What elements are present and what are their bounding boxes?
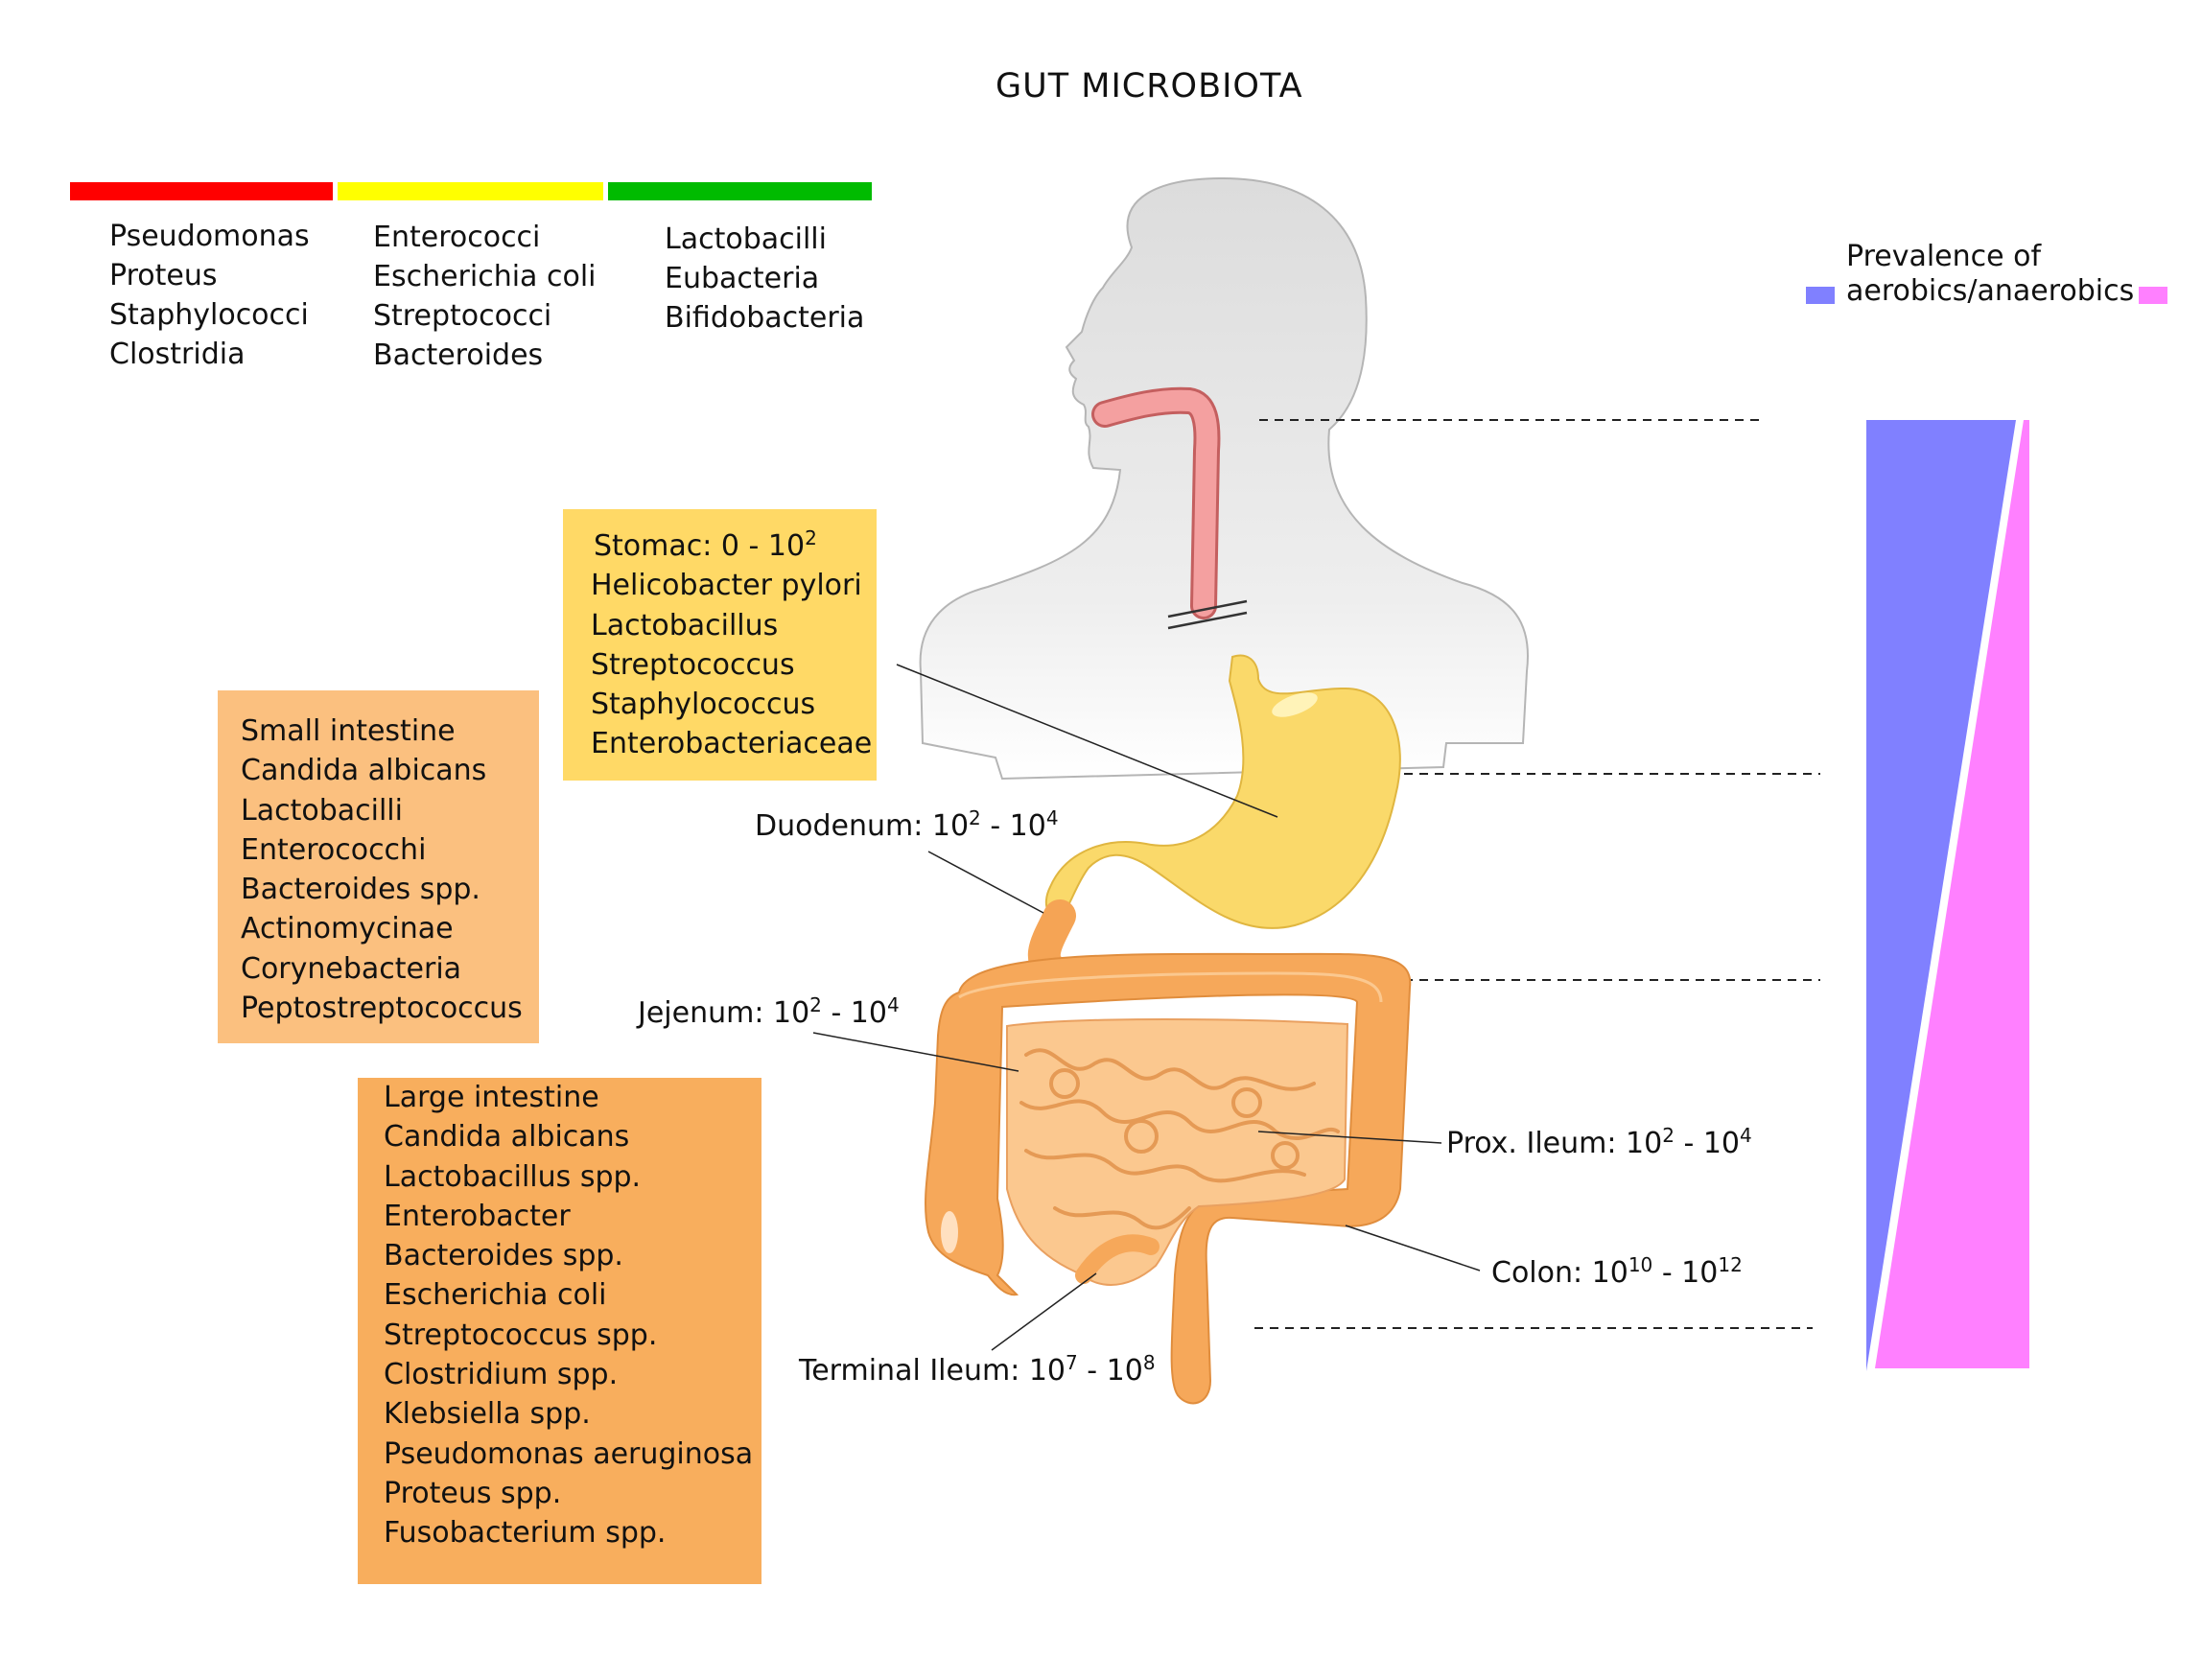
list-item: Candida albicans [241, 754, 487, 788]
list-item: Staphylococci [109, 298, 309, 332]
list-item: Peptostreptococcus [241, 992, 523, 1026]
list-item: Enterobacter [384, 1199, 571, 1233]
diagram-title: GUT MICROBIOTA [996, 67, 1303, 105]
list-item: Large intestine [384, 1081, 599, 1114]
pointer-duodenum [927, 851, 1044, 914]
list-item: Small intestine [241, 714, 456, 748]
anaerobic-swatch [2139, 287, 2167, 304]
list-item: Corynebacteria [241, 951, 462, 986]
pointer-colon [1345, 1225, 1481, 1272]
list-item: Eubacteria [665, 262, 820, 295]
list-item: Escherichia coli [373, 260, 597, 293]
list-item: Lactobacillus [591, 608, 779, 642]
list-item: Clostridia [109, 338, 246, 371]
aerobic-wedge [1866, 420, 2016, 1371]
pointer-prox-ileum [1257, 1131, 1442, 1144]
list-item: Streptococci [373, 299, 552, 333]
pointer-stomach [896, 664, 1278, 818]
jejenum-label: Jejenum: 102 - 104 [638, 993, 900, 1030]
list-item: Pseudomonas [109, 220, 310, 253]
list-item: Actinomycinae [241, 912, 454, 946]
list-item: Proteus [109, 259, 218, 292]
list-item: Lactobacillus spp. [384, 1159, 642, 1194]
list-item: Staphylococcus [591, 688, 816, 722]
terminal-ileum-label: Terminal Ileum: 107 - 108 [799, 1351, 1156, 1388]
prevalence-legend: Prevalence of aerobics/anaerobics [1846, 240, 2134, 309]
list-item: Lactobacilli [241, 793, 403, 828]
list-item: Pseudomonas aeruginosa [384, 1436, 754, 1471]
red-bar [70, 182, 333, 200]
prox-ileum-label: Prox. Ileum: 102 - 104 [1446, 1124, 1752, 1160]
list-item: Escherichia coli [384, 1278, 607, 1313]
small-intestine-box: Small intestine Candida albicans Lactoba… [218, 690, 539, 1043]
green-bar [608, 182, 872, 200]
list-item: Enterococci [373, 221, 541, 254]
list-item: Bacteroides [373, 338, 544, 372]
human-silhouette [919, 176, 1529, 781]
legend-line-2: aerobics/anaerobics [1846, 274, 2135, 308]
list-item: Streptococcus [591, 647, 795, 682]
small-intestine [1006, 1018, 1349, 1286]
pointer-terminal-ileum [991, 1272, 1097, 1351]
aerobic-swatch [1806, 287, 1835, 304]
pointer-jejenum [812, 1032, 1019, 1072]
list-item: Fusobacterium spp. [384, 1516, 667, 1551]
list-item: Streptococcus spp. [384, 1318, 658, 1352]
yellow-bar [338, 182, 603, 200]
anaerobic-wedge [1875, 420, 2029, 1368]
green-column: Lactobacilli Eubacteria Bifidobacteria [665, 220, 864, 338]
list-item: Bacteroides spp. [241, 873, 480, 907]
list-item: Enterobacteriaceae [591, 727, 873, 761]
stomach [1044, 654, 1401, 929]
list-item: Candida albicans [384, 1120, 630, 1155]
list-item: Lactobacilli [665, 222, 827, 256]
duodenum-label: Duodenum: 102 - 104 [755, 806, 1059, 843]
large-intestine-box: Large intestine Candida albicans Lactoba… [358, 1078, 761, 1584]
list-item: Klebsiella spp. [384, 1397, 591, 1432]
list-item: Bacteroides spp. [384, 1239, 623, 1273]
yellow-column: Enterococci Escherichia coli Streptococc… [373, 218, 597, 375]
list-item: Enterococchi [241, 832, 427, 867]
colon-label: Colon: 1010 - 1012 [1491, 1253, 1743, 1290]
stomach-box: Stomac: 0 - 102 Helicobacter pylori Lact… [563, 509, 877, 781]
legend-line-1: Prevalence of [1846, 240, 2042, 273]
list-item: Bifidobacteria [665, 301, 865, 335]
stomach-heading: Stomac: 0 - 102 [594, 526, 817, 563]
red-column: Pseudomonas Proteus Staphylococci Clostr… [109, 217, 310, 374]
list-item: Helicobacter pylori [591, 569, 862, 603]
list-item: Clostridium spp. [384, 1358, 619, 1392]
large-intestine [925, 952, 1412, 1405]
list-item: Proteus spp. [384, 1476, 562, 1510]
